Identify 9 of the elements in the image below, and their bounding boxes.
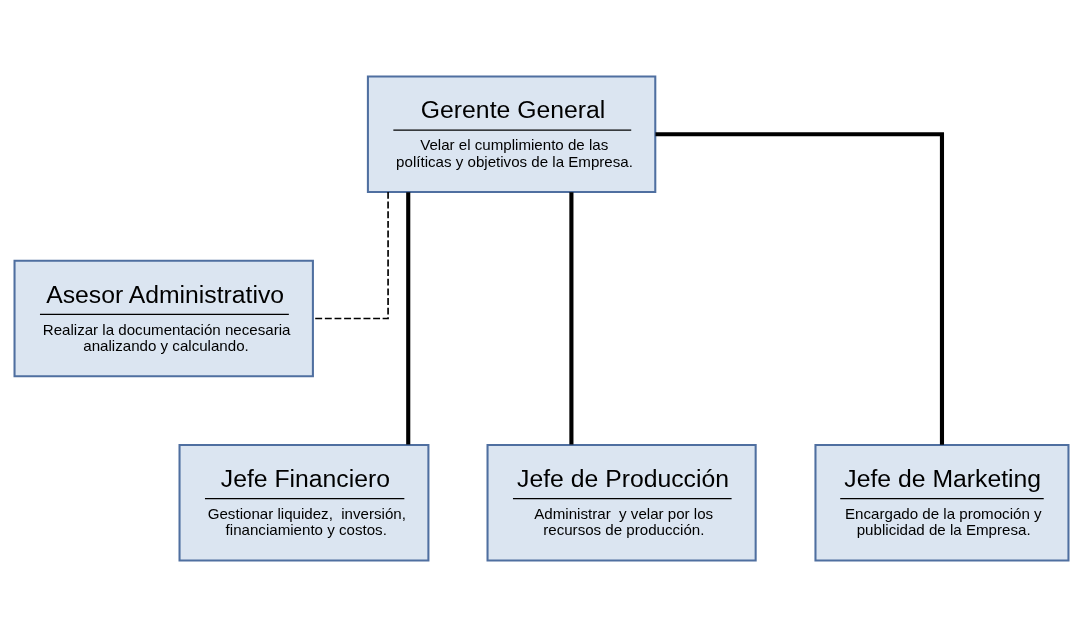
connector [569, 192, 574, 445]
connector [655, 132, 945, 445]
connector [406, 192, 411, 445]
node-box: Jefe de Producción Administrar y velar por los recursos de producción. [486, 443, 757, 562]
node-box: Jefe Financiero Gestionar liquidez, inversión, financiamiento y costos. [178, 443, 430, 562]
node-box: Gerente General Velar el cumplimiento de las políticas y objetivos de la Empresa. [366, 75, 657, 194]
node-box: Jefe de Marketing Encargado de la promoción y publicidad de la Empresa. [814, 443, 1070, 562]
connector [312, 191, 389, 320]
node-box: Asesor Administrativo Realizar la documentación necesaria analizando y calculando. [13, 259, 314, 378]
